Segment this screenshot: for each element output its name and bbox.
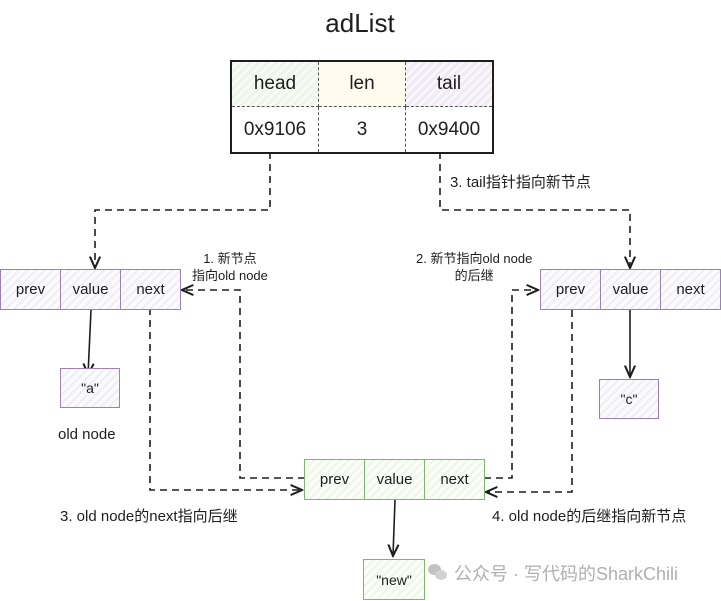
new-prev-to-old-arrow <box>182 290 305 479</box>
old-node-value-box: "a" <box>60 368 120 408</box>
tail-pointer-arrow <box>439 152 630 268</box>
step3-tail-label: 3. tail指针指向新节点 <box>450 174 591 191</box>
diagram-title: adList <box>325 8 395 38</box>
tail-node: prev value next <box>540 269 721 310</box>
table-header-tail: tail <box>406 62 492 107</box>
new-node-value: value <box>365 460 425 499</box>
table-value-len: 3 <box>319 107 406 152</box>
old-next-to-new-arrow <box>149 308 302 490</box>
table-value-tail: 0x9400 <box>417 118 481 140</box>
step1-label: 1. 新节点 指向old node <box>192 250 268 284</box>
step1-line2: 指向old node <box>192 268 268 283</box>
new-value-arrow <box>393 499 395 556</box>
new-node-value-box: "new" <box>363 559 425 600</box>
table-header-head: head <box>232 62 319 107</box>
step2-line2: 的后继 <box>454 268 494 283</box>
tail-node-value: value <box>601 270 661 309</box>
table-header-len: len <box>319 62 406 107</box>
step3-next-label: 3. old node的next指向后继 <box>60 508 238 525</box>
new-next-to-tail-arrow <box>484 290 538 479</box>
old-node: prev value next <box>0 269 181 310</box>
tail-node-next: next <box>676 281 705 298</box>
tail-prev-to-new-arrow <box>486 310 573 492</box>
tail-node-prev: prev <box>541 270 601 309</box>
watermark-text: 公众号 · 写代码的SharkChili <box>454 564 679 584</box>
head-pointer-arrow <box>95 152 271 268</box>
step4-label: 4. old node的后继指向新节点 <box>492 508 687 525</box>
step2-label: 2. 新节指向old node 的后继 <box>416 250 532 284</box>
old-node-next: next <box>136 281 165 298</box>
new-node: prev value next <box>304 459 485 500</box>
adlist-table: head len tail 0x9106 3 0x9400 <box>230 60 494 154</box>
new-node-next: next <box>440 471 469 488</box>
old-node-caption: old node <box>58 426 116 443</box>
step2-line1: 2. 新节指向old node <box>416 251 533 266</box>
table-value-head: 0x9106 <box>232 107 319 152</box>
step1-line1: 1. 新节点 <box>203 251 257 266</box>
watermark: 公众号 · 写代码的SharkChili <box>428 560 678 586</box>
wechat-icon <box>428 564 448 582</box>
old-node-prev: prev <box>1 270 61 309</box>
tail-node-value-box: "c" <box>599 379 659 419</box>
old-node-value: value <box>61 270 121 309</box>
old-value-arrow <box>88 309 91 375</box>
new-node-prev: prev <box>305 460 365 499</box>
